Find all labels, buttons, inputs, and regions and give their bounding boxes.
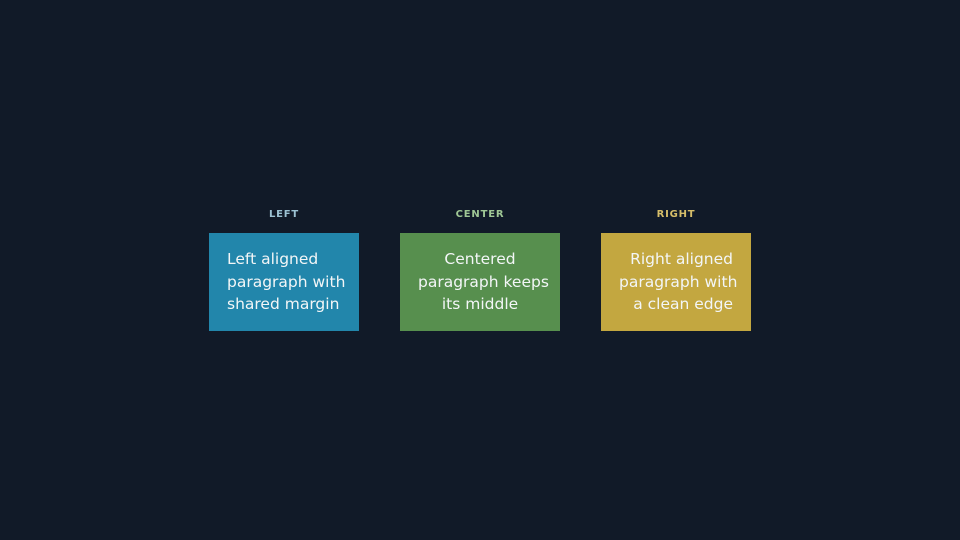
column-label-right: RIGHT — [656, 209, 696, 220]
paragraph-line: paragraph keeps — [418, 272, 549, 291]
paragraph-line: paragraph with — [619, 272, 738, 291]
paragraph-left: Left aligned paragraph with shared margi… — [227, 248, 346, 316]
alignment-column-right: RIGHT Right aligned paragraph with a cle… — [601, 208, 751, 331]
paragraph-line: a clean edge — [633, 295, 733, 314]
demo-box-left: Left aligned paragraph with shared margi… — [209, 233, 359, 331]
paragraph-line: Left aligned — [227, 250, 319, 269]
paragraph-line: paragraph with — [227, 272, 346, 291]
paragraph-line: shared margin — [227, 295, 340, 314]
paragraph-center: Centered paragraph keeps its middle — [418, 248, 549, 316]
paragraph-line: its middle — [441, 295, 519, 314]
alignment-column-left: LEFT Left aligned paragraph with shared … — [209, 208, 359, 331]
demo-box-right: Right aligned paragraph with a clean edg… — [601, 233, 751, 331]
paragraph-right: Right aligned paragraph with a clean edg… — [619, 248, 738, 316]
paragraph-line: Right aligned — [630, 250, 733, 269]
column-label-center: CENTER — [455, 209, 505, 220]
paragraph-line: Centered — [444, 250, 516, 269]
demo-box-center: Centered paragraph keeps its middle — [400, 233, 560, 331]
alignment-column-center: CENTER Centered paragraph keeps its midd… — [400, 208, 560, 331]
column-label-left: LEFT — [268, 209, 300, 220]
